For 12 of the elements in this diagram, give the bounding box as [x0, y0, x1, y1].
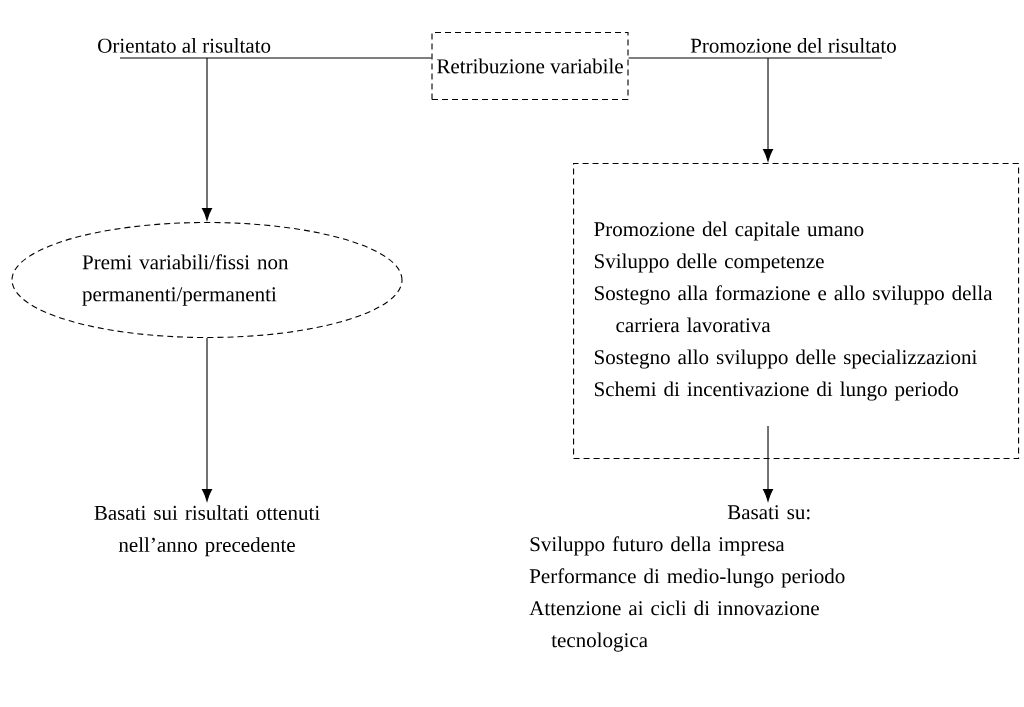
connector-line [119, 57, 432, 59]
arrow [762, 57, 774, 162]
result-text: Basati su: Sviluppo futuro della impresa Performance di medio-lungo periodo Attenzione ai cicli di innovazione tecnologica [529, 505, 845, 652]
arrow [762, 425, 774, 502]
connector-line [628, 57, 883, 59]
dashed-box: Retribuzione variabile [431, 31, 629, 101]
result-text: Basati sui risultati ottenuti nell’anno precedente [94, 505, 320, 557]
arrow [201, 57, 213, 221]
heading-text: Promozione del risultato [690, 38, 896, 53]
arrow [201, 337, 213, 502]
heading-text: Orientato al risultato [98, 38, 271, 53]
dashed-box: Promozione del capitale umano Sviluppo delle competenze Sostegno alla formazione e allo sviluppo della carriera lavorativa Sostegno allo sviluppo delle specializzazioni Schemi di incentivazione di lungo periodo [573, 163, 1020, 460]
